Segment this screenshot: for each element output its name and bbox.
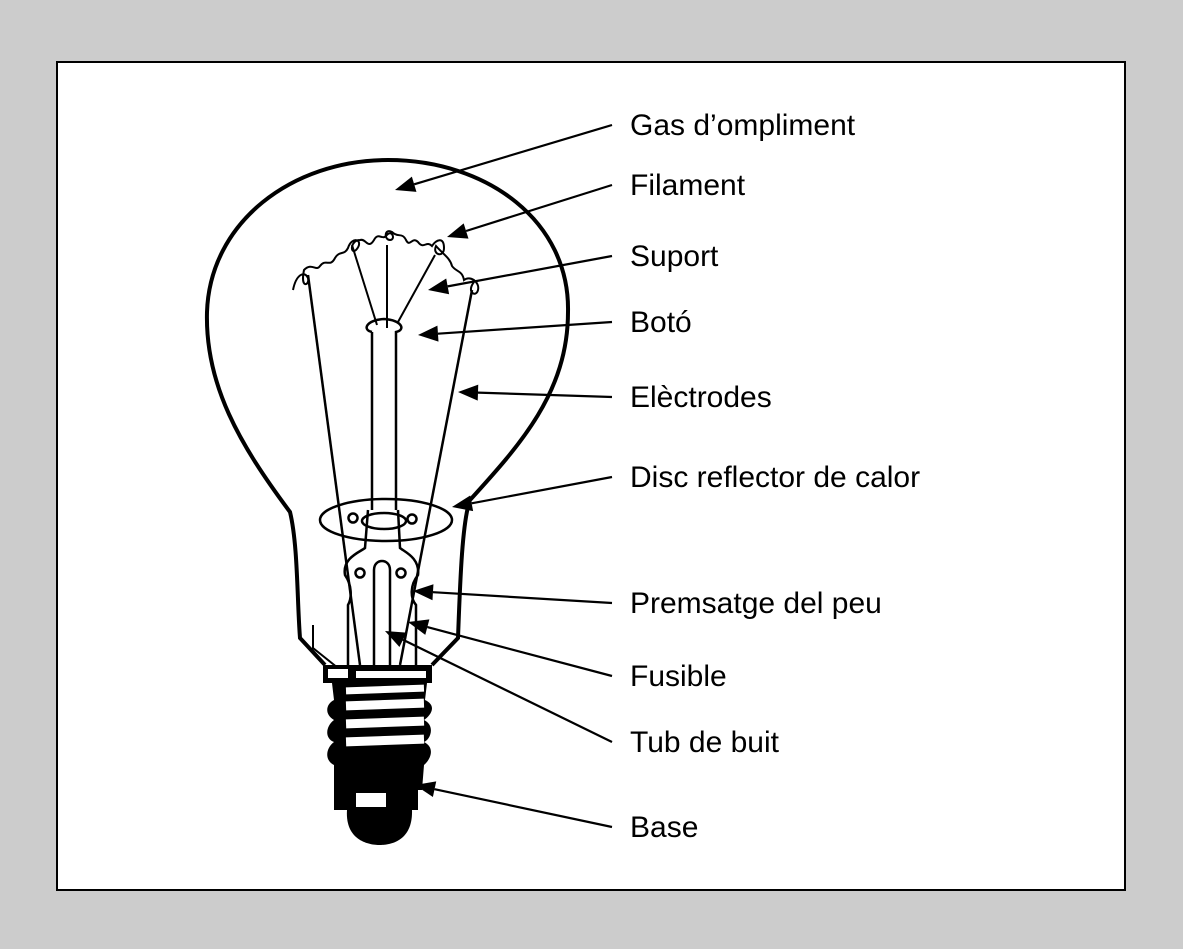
callout-tub: Tub de buit <box>385 631 780 759</box>
arrowhead-icon <box>415 781 437 797</box>
electrode-loop <box>347 512 359 524</box>
support-wires <box>351 244 436 328</box>
base-contact <box>346 810 413 845</box>
arrowhead-icon <box>408 619 430 635</box>
callout-electrodes: Elèctrodes <box>458 381 772 414</box>
electrode-left <box>306 274 362 666</box>
thread-highlight <box>345 698 425 711</box>
callout-base: Base <box>415 781 698 844</box>
bulb-base <box>323 665 432 845</box>
leader-line <box>447 254 613 288</box>
bulb-illustration <box>204 157 571 673</box>
callout-filament: Filament <box>447 169 746 239</box>
label-tub: Tub de buit <box>630 726 780 759</box>
inner-neck-line <box>312 625 344 673</box>
insulator-highlight <box>356 793 386 807</box>
leader-line <box>465 183 613 233</box>
arrowhead-icon <box>413 584 434 601</box>
callout-fusible: Fusible <box>408 619 727 693</box>
label-disc: Disc reflector de calor <box>630 461 920 494</box>
thread-highlight <box>345 716 425 729</box>
label-suport: Suport <box>630 240 719 273</box>
heat-reflector-disc <box>318 497 454 543</box>
thread-highlight <box>345 734 425 747</box>
heat-reflector-disc-inner <box>360 511 408 531</box>
label-base: Base <box>630 811 698 844</box>
arrowhead-icon <box>418 325 439 342</box>
leader-line <box>427 626 613 678</box>
arrowhead-icon <box>385 631 407 647</box>
electrode-loop <box>354 567 366 579</box>
callout-gas: Gas d’ompliment <box>395 109 856 192</box>
arrowhead-icon <box>458 384 479 401</box>
diagram-panel <box>56 61 1126 891</box>
leader-line <box>437 320 613 335</box>
leader-line <box>413 123 613 186</box>
exhaust-tube <box>372 559 392 665</box>
arrowhead-icon <box>447 223 469 239</box>
leader-line <box>402 638 613 743</box>
leader-line <box>432 591 613 605</box>
leader-line <box>434 788 613 829</box>
arrowhead-icon <box>428 278 450 295</box>
glass-envelope <box>204 157 571 667</box>
label-boto: Botó <box>630 306 692 339</box>
callout-premsatge: Premsatge del peu <box>413 584 882 620</box>
thread-highlight <box>345 684 425 695</box>
label-filament: Filament <box>630 169 746 202</box>
arrowhead-icon <box>452 495 474 512</box>
collar-highlight <box>328 669 348 678</box>
label-electrodes: Elèctrodes <box>630 381 772 414</box>
callout-suport: Suport <box>428 240 719 295</box>
electrode-loop <box>395 567 407 579</box>
callout-disc: Disc reflector de calor <box>452 461 920 512</box>
collar-highlight <box>356 671 426 678</box>
arrowhead-icon <box>395 176 417 192</box>
electrode-right <box>398 289 474 666</box>
callout-boto: Botó <box>418 306 692 342</box>
label-gas: Gas d’ompliment <box>630 109 856 142</box>
filament-coil <box>292 230 480 295</box>
label-fusible: Fusible <box>630 660 727 693</box>
electrode-loop <box>406 513 418 525</box>
button <box>365 317 403 510</box>
callouts: Gas d’omplimentFilamentSuportBotóElèctro… <box>385 109 920 844</box>
label-premsatge: Premsatge del peu <box>630 587 882 620</box>
leader-line <box>471 475 613 505</box>
leader-line <box>477 391 613 399</box>
